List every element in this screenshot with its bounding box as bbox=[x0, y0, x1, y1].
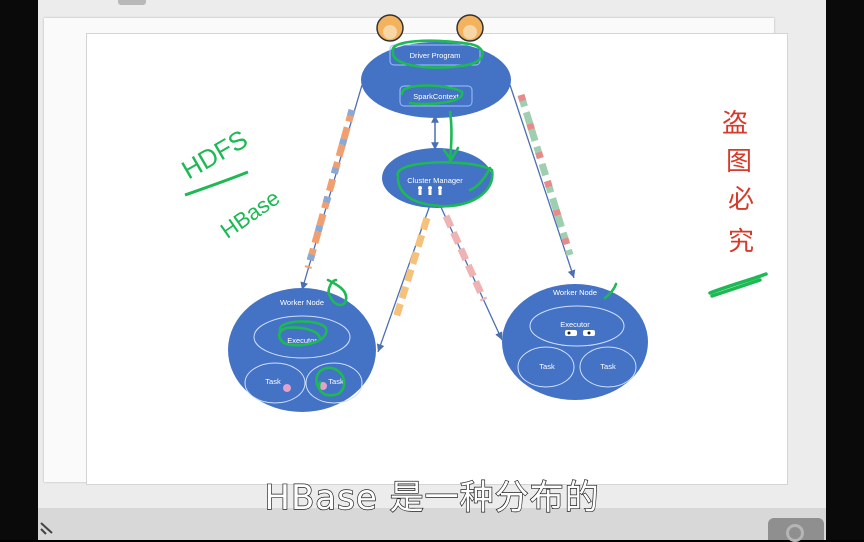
video-subtitle: HBase 是一种分布的 bbox=[264, 477, 600, 518]
ink-check-cluster bbox=[468, 166, 492, 192]
task-left-1-label: Task bbox=[265, 377, 281, 386]
driver-box bbox=[389, 44, 481, 66]
worker-right-title: Worker Node bbox=[553, 288, 597, 297]
people-icon bbox=[418, 186, 442, 195]
note-underline bbox=[184, 170, 249, 197]
cow-icon bbox=[565, 330, 595, 336]
right-handwritten-note: 盗 图 必 究 bbox=[708, 108, 768, 298]
cache-icon bbox=[283, 384, 291, 392]
task-right-2 bbox=[579, 346, 637, 388]
bottom-toolbar bbox=[38, 508, 826, 540]
executor-right-ellipse bbox=[529, 305, 625, 347]
ink-circle-context bbox=[400, 84, 464, 106]
executor-left-ellipse bbox=[253, 315, 351, 359]
left-handwritten-note: HDFS HBase bbox=[176, 124, 284, 244]
driver-title: Driver Program bbox=[410, 51, 461, 60]
green-ink-marks bbox=[277, 39, 618, 397]
executor-right-label: Executor bbox=[560, 320, 590, 329]
ink-loop-worker bbox=[326, 278, 348, 307]
task-right-1-label: Task bbox=[539, 362, 555, 371]
task-left-1 bbox=[244, 362, 306, 404]
task-right-2-label: Task bbox=[600, 362, 616, 371]
cluster-manager-title: Cluster Manager bbox=[407, 176, 463, 185]
note-char-1: 盗 bbox=[722, 108, 748, 138]
left-letterbox bbox=[0, 0, 38, 540]
worker-node-left: Worker Node Executor Task Task bbox=[228, 288, 376, 412]
top-handle[interactable] bbox=[118, 0, 146, 5]
ink-arrow-down bbox=[442, 110, 460, 162]
ink-circle-cluster bbox=[396, 161, 494, 208]
task-left-2-label: Task bbox=[328, 377, 344, 386]
cache-icon bbox=[319, 382, 327, 390]
note-char-3: 必 bbox=[728, 184, 754, 214]
ear-left-inner bbox=[383, 25, 397, 39]
note-char-4: 究 bbox=[728, 226, 754, 256]
executor-left-label: Executor bbox=[287, 336, 317, 345]
record-button[interactable] bbox=[768, 518, 824, 542]
note-green-stroke bbox=[708, 272, 768, 298]
right-letterbox bbox=[826, 0, 864, 540]
note-hbase: HBase bbox=[216, 185, 284, 243]
circle-icon bbox=[786, 524, 804, 542]
note-char-2: 图 bbox=[726, 146, 752, 176]
ink-tick-worker-right bbox=[603, 282, 618, 300]
ink-scribble-executor bbox=[277, 320, 328, 347]
task-right-1 bbox=[517, 346, 575, 388]
ear-right-inner bbox=[463, 25, 477, 39]
resize-corner-icon[interactable] bbox=[40, 521, 54, 535]
spark-context-label: SparkContext bbox=[413, 92, 459, 101]
ink-circle-driver bbox=[391, 39, 484, 69]
worker-left-title: Worker Node bbox=[280, 298, 324, 307]
task-left-2 bbox=[305, 362, 363, 404]
worker-node-right: Worker Node Executor Task Task bbox=[502, 284, 648, 400]
flow-strips bbox=[304, 93, 574, 320]
ink-circle-task bbox=[315, 366, 346, 397]
